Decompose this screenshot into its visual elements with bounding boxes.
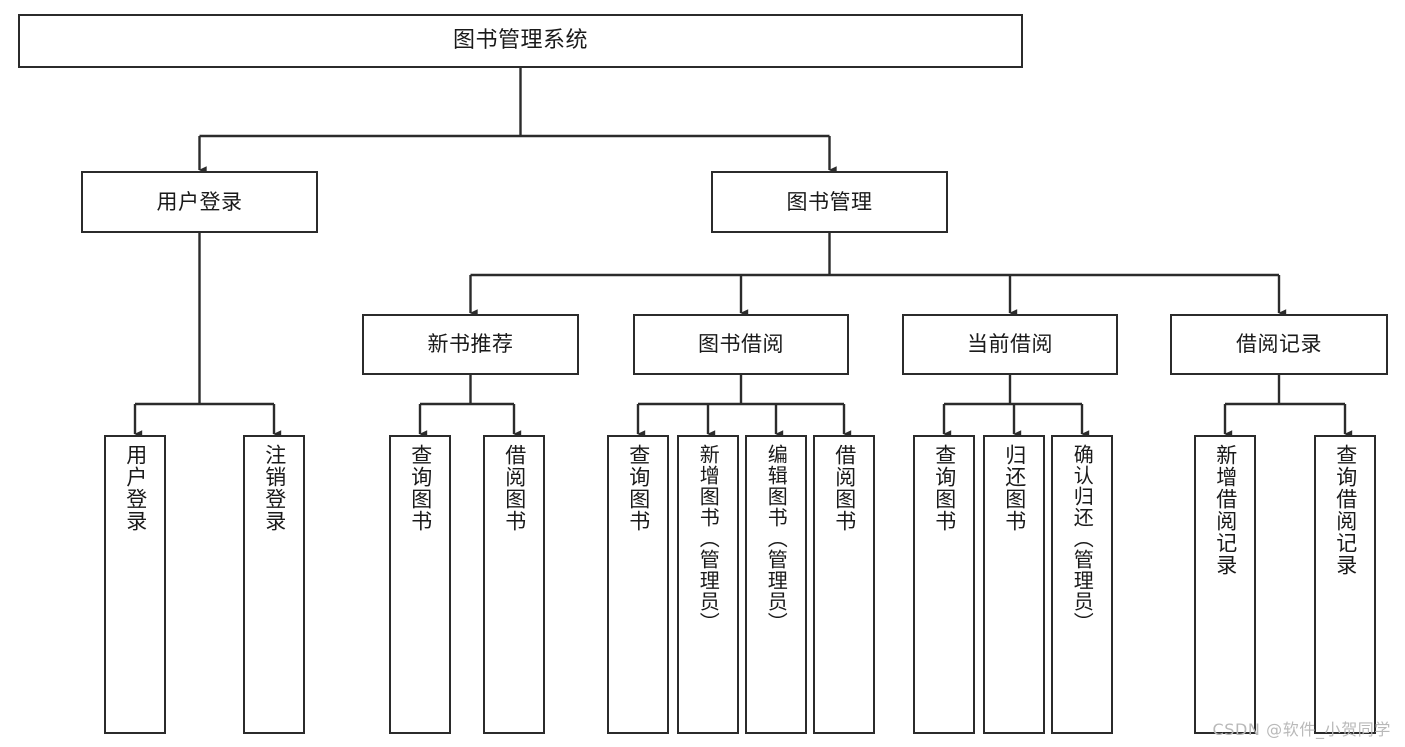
node-leaf6[interactable]: 新增图书（管理员） bbox=[677, 435, 739, 734]
node-label: 图书管理系统 bbox=[452, 28, 588, 54]
node-bookmgmt[interactable]: 图书管理 bbox=[711, 171, 948, 233]
node-label: 图书管理 bbox=[786, 189, 873, 214]
node-label: 编辑图书（管理员） bbox=[764, 444, 789, 633]
node-leaf4[interactable]: 借阅图书 bbox=[483, 435, 545, 734]
node-label: 查询图书 bbox=[932, 444, 957, 532]
node-root[interactable]: 图书管理系统 bbox=[18, 14, 1023, 68]
node-label: 查询图书 bbox=[408, 444, 433, 532]
node-leaf13[interactable]: 查询借阅记录 bbox=[1314, 435, 1376, 734]
node-leaf3[interactable]: 查询图书 bbox=[389, 435, 451, 734]
node-current[interactable]: 当前借阅 bbox=[902, 314, 1118, 375]
node-label: 查询图书 bbox=[626, 444, 651, 532]
node-label: 查询借阅记录 bbox=[1333, 444, 1358, 576]
node-leaf9[interactable]: 查询图书 bbox=[913, 435, 975, 734]
node-label: 当前借阅 bbox=[967, 332, 1053, 357]
node-label: 图书借阅 bbox=[698, 332, 784, 357]
node-borrow[interactable]: 图书借阅 bbox=[633, 314, 849, 375]
node-leaf7[interactable]: 编辑图书（管理员） bbox=[745, 435, 807, 734]
node-leaf1[interactable]: 用户登录 bbox=[104, 435, 166, 734]
node-label: 注销登录 bbox=[262, 444, 287, 532]
node-leaf11[interactable]: 确认归还（管理员） bbox=[1051, 435, 1113, 734]
node-label: 借阅图书 bbox=[502, 444, 527, 532]
node-leaf12[interactable]: 新增借阅记录 bbox=[1194, 435, 1256, 734]
node-label: 新书推荐 bbox=[427, 332, 514, 357]
node-leaf5[interactable]: 查询图书 bbox=[607, 435, 669, 734]
node-label: 用户登录 bbox=[156, 189, 243, 214]
node-records[interactable]: 借阅记录 bbox=[1170, 314, 1388, 375]
node-label: 新增图书（管理员） bbox=[696, 444, 721, 633]
node-leaf2[interactable]: 注销登录 bbox=[243, 435, 305, 734]
node-newbook[interactable]: 新书推荐 bbox=[362, 314, 579, 375]
node-label: 用户登录 bbox=[123, 444, 148, 532]
node-login[interactable]: 用户登录 bbox=[81, 171, 318, 233]
node-label: 借阅图书 bbox=[832, 444, 857, 532]
node-label: 借阅记录 bbox=[1236, 332, 1322, 357]
node-label: 确认归还（管理员） bbox=[1070, 444, 1095, 633]
watermark: CSDN @软件_小贺同学 bbox=[1212, 720, 1391, 739]
node-leaf10[interactable]: 归还图书 bbox=[983, 435, 1045, 734]
node-label: 归还图书 bbox=[1002, 444, 1027, 532]
node-label: 新增借阅记录 bbox=[1213, 444, 1238, 576]
node-leaf8[interactable]: 借阅图书 bbox=[813, 435, 875, 734]
